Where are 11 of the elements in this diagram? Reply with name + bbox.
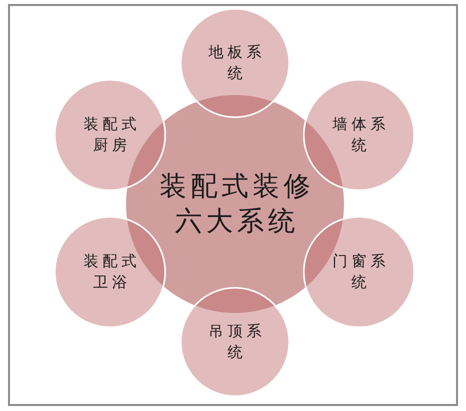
system-label: 装配式厨房 (82, 114, 141, 156)
hub-title: 装配式装修六大系统 (158, 170, 315, 239)
system-label: 地板系统 (208, 42, 266, 84)
system-label: 吊顶系统 (208, 321, 266, 363)
system-circle (54, 216, 166, 328)
system-circle (180, 287, 290, 397)
system-label: 门窗系统 (332, 251, 390, 293)
system-circle (180, 8, 290, 118)
system-label: 装配式卫浴 (82, 251, 141, 293)
system-label: 墙体系统 (332, 114, 390, 156)
system-circle (303, 216, 415, 328)
